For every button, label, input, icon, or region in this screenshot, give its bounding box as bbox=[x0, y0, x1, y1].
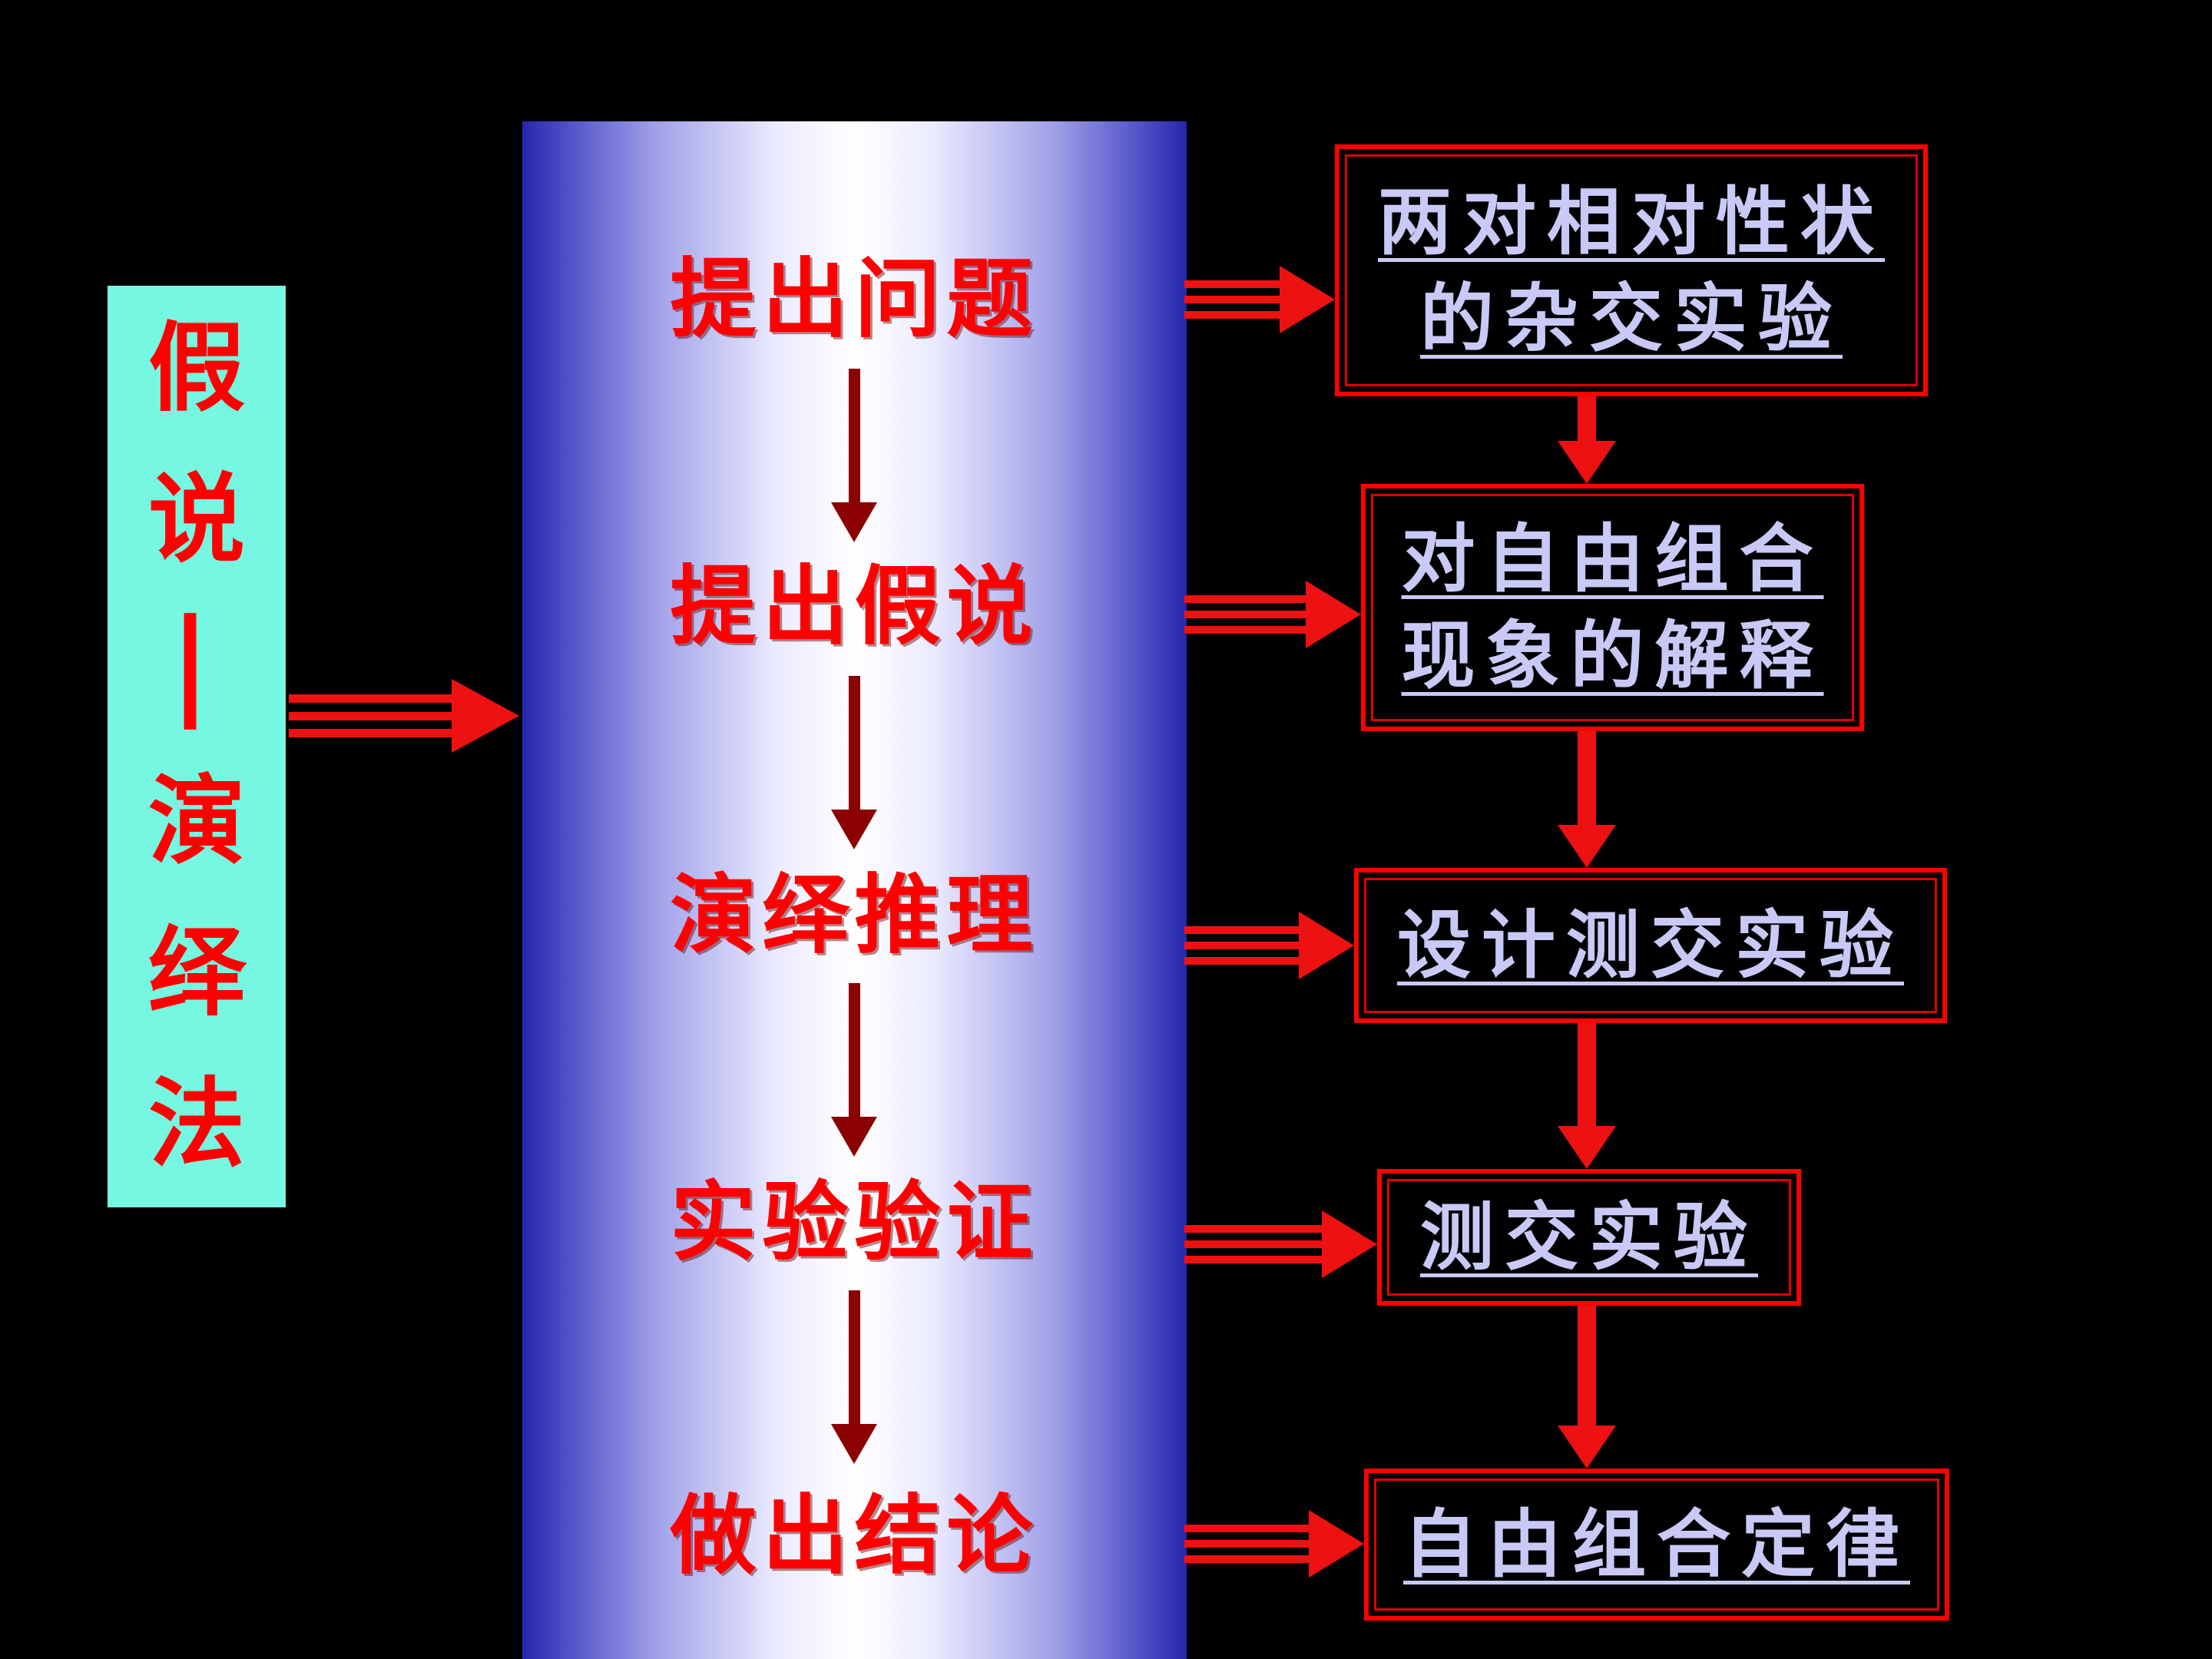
arrow-to-box-4 bbox=[1184, 1210, 1377, 1278]
arrow-shaft bbox=[1184, 1525, 1309, 1563]
box-text-line: 现象的解释 bbox=[1401, 613, 1824, 699]
arrow-shaft bbox=[1184, 1225, 1322, 1263]
arrow-shaft bbox=[848, 676, 860, 810]
step-experimental-verify: 实验验证 bbox=[670, 1173, 1039, 1273]
result-down-arrow-1 bbox=[1558, 396, 1616, 484]
flow-down-arrow-2 bbox=[831, 676, 877, 849]
arrow-head-icon bbox=[1558, 441, 1616, 484]
box-dihybrid-cross-experiment: 两对相对性状 的杂交实验 bbox=[1335, 144, 1928, 396]
arrow-shaft bbox=[1184, 926, 1299, 965]
arrow-head-icon bbox=[1558, 1126, 1616, 1169]
step-propose-hypothesis: 提出假说 bbox=[670, 557, 1039, 657]
arrow-head-icon bbox=[1558, 825, 1616, 868]
arrow-shaft bbox=[1578, 396, 1596, 441]
box-text-line: 自由组合定律 bbox=[1403, 1501, 1910, 1588]
arrow-head-icon bbox=[1299, 912, 1354, 979]
arrow-shaft bbox=[848, 983, 860, 1117]
flow-down-arrow-4 bbox=[831, 1290, 877, 1464]
label-char-1: 假 bbox=[148, 312, 245, 425]
box-text-line: 测交实验 bbox=[1420, 1194, 1758, 1280]
label-char-5: 法 bbox=[148, 1067, 245, 1181]
box-inner-border: 两对相对性状 的杂交实验 bbox=[1345, 154, 1918, 386]
box-text-line: 对自由组合 bbox=[1401, 515, 1824, 602]
box-inner-border: 对自由组合 现象的解释 bbox=[1371, 494, 1854, 721]
arrow-shaft bbox=[848, 369, 860, 502]
label-char-dash: — bbox=[141, 605, 253, 737]
result-down-arrow-2 bbox=[1558, 731, 1616, 868]
flow-down-arrow-1 bbox=[831, 369, 877, 542]
arrow-to-box-3 bbox=[1184, 912, 1354, 979]
box-design-testcross: 设计测交实验 bbox=[1354, 868, 1947, 1023]
label-char-4: 绎 bbox=[148, 916, 245, 1030]
arrow-shaft bbox=[1578, 1306, 1596, 1426]
arrow-head-icon bbox=[1322, 1210, 1377, 1278]
flow-down-arrow-3 bbox=[831, 983, 877, 1157]
box-inner-border: 设计测交实验 bbox=[1364, 878, 1937, 1013]
arrow-shaft bbox=[848, 1290, 860, 1424]
arrow-label-to-flow bbox=[289, 679, 519, 753]
arrow-head-icon bbox=[831, 810, 877, 849]
arrow-to-box-2 bbox=[1184, 581, 1361, 648]
arrow-head-icon bbox=[452, 679, 519, 753]
step-propose-question: 提出问题 bbox=[670, 250, 1039, 349]
arrow-shaft bbox=[1578, 1023, 1596, 1126]
label-char-2: 说 bbox=[148, 462, 245, 576]
result-down-arrow-4 bbox=[1558, 1306, 1616, 1469]
box-inner-border: 测交实验 bbox=[1387, 1179, 1791, 1296]
arrow-to-box-1 bbox=[1184, 266, 1335, 333]
step-draw-conclusion: 做出结论 bbox=[670, 1486, 1039, 1586]
arrow-shaft bbox=[1578, 731, 1596, 825]
step-deductive-reasoning: 演绎推理 bbox=[670, 866, 1039, 965]
label-char-3: 演 bbox=[148, 765, 245, 879]
result-down-arrow-3 bbox=[1558, 1023, 1616, 1169]
box-free-combination-explanation: 对自由组合 现象的解释 bbox=[1361, 484, 1864, 731]
arrow-head-icon bbox=[1558, 1426, 1616, 1469]
box-inner-border: 自由组合定律 bbox=[1374, 1479, 1939, 1611]
arrow-head-icon bbox=[831, 1117, 877, 1157]
box-law-of-free-combination: 自由组合定律 bbox=[1364, 1469, 1949, 1621]
box-text-line: 设计测交实验 bbox=[1397, 902, 1904, 988]
flow-column: 提出问题 提出假说 演绎推理 实验验证 做出结论 bbox=[522, 121, 1187, 1659]
arrow-shaft bbox=[1184, 595, 1306, 634]
arrow-head-icon bbox=[831, 502, 877, 542]
arrow-to-box-5 bbox=[1184, 1510, 1364, 1578]
arrow-head-icon bbox=[1280, 266, 1335, 333]
box-text-line: 两对相对性状 bbox=[1378, 178, 1885, 265]
arrow-head-icon bbox=[1309, 1510, 1364, 1578]
box-text-line: 的杂交实验 bbox=[1420, 276, 1843, 362]
arrow-head-icon bbox=[831, 1424, 877, 1464]
arrow-shaft bbox=[289, 694, 452, 737]
arrow-head-icon bbox=[1306, 581, 1361, 648]
arrow-shaft bbox=[1184, 280, 1280, 319]
hypothesis-deduction-label-panel: 假 说 — 演 绎 法 bbox=[108, 286, 286, 1207]
box-testcross-experiment: 测交实验 bbox=[1377, 1169, 1801, 1306]
